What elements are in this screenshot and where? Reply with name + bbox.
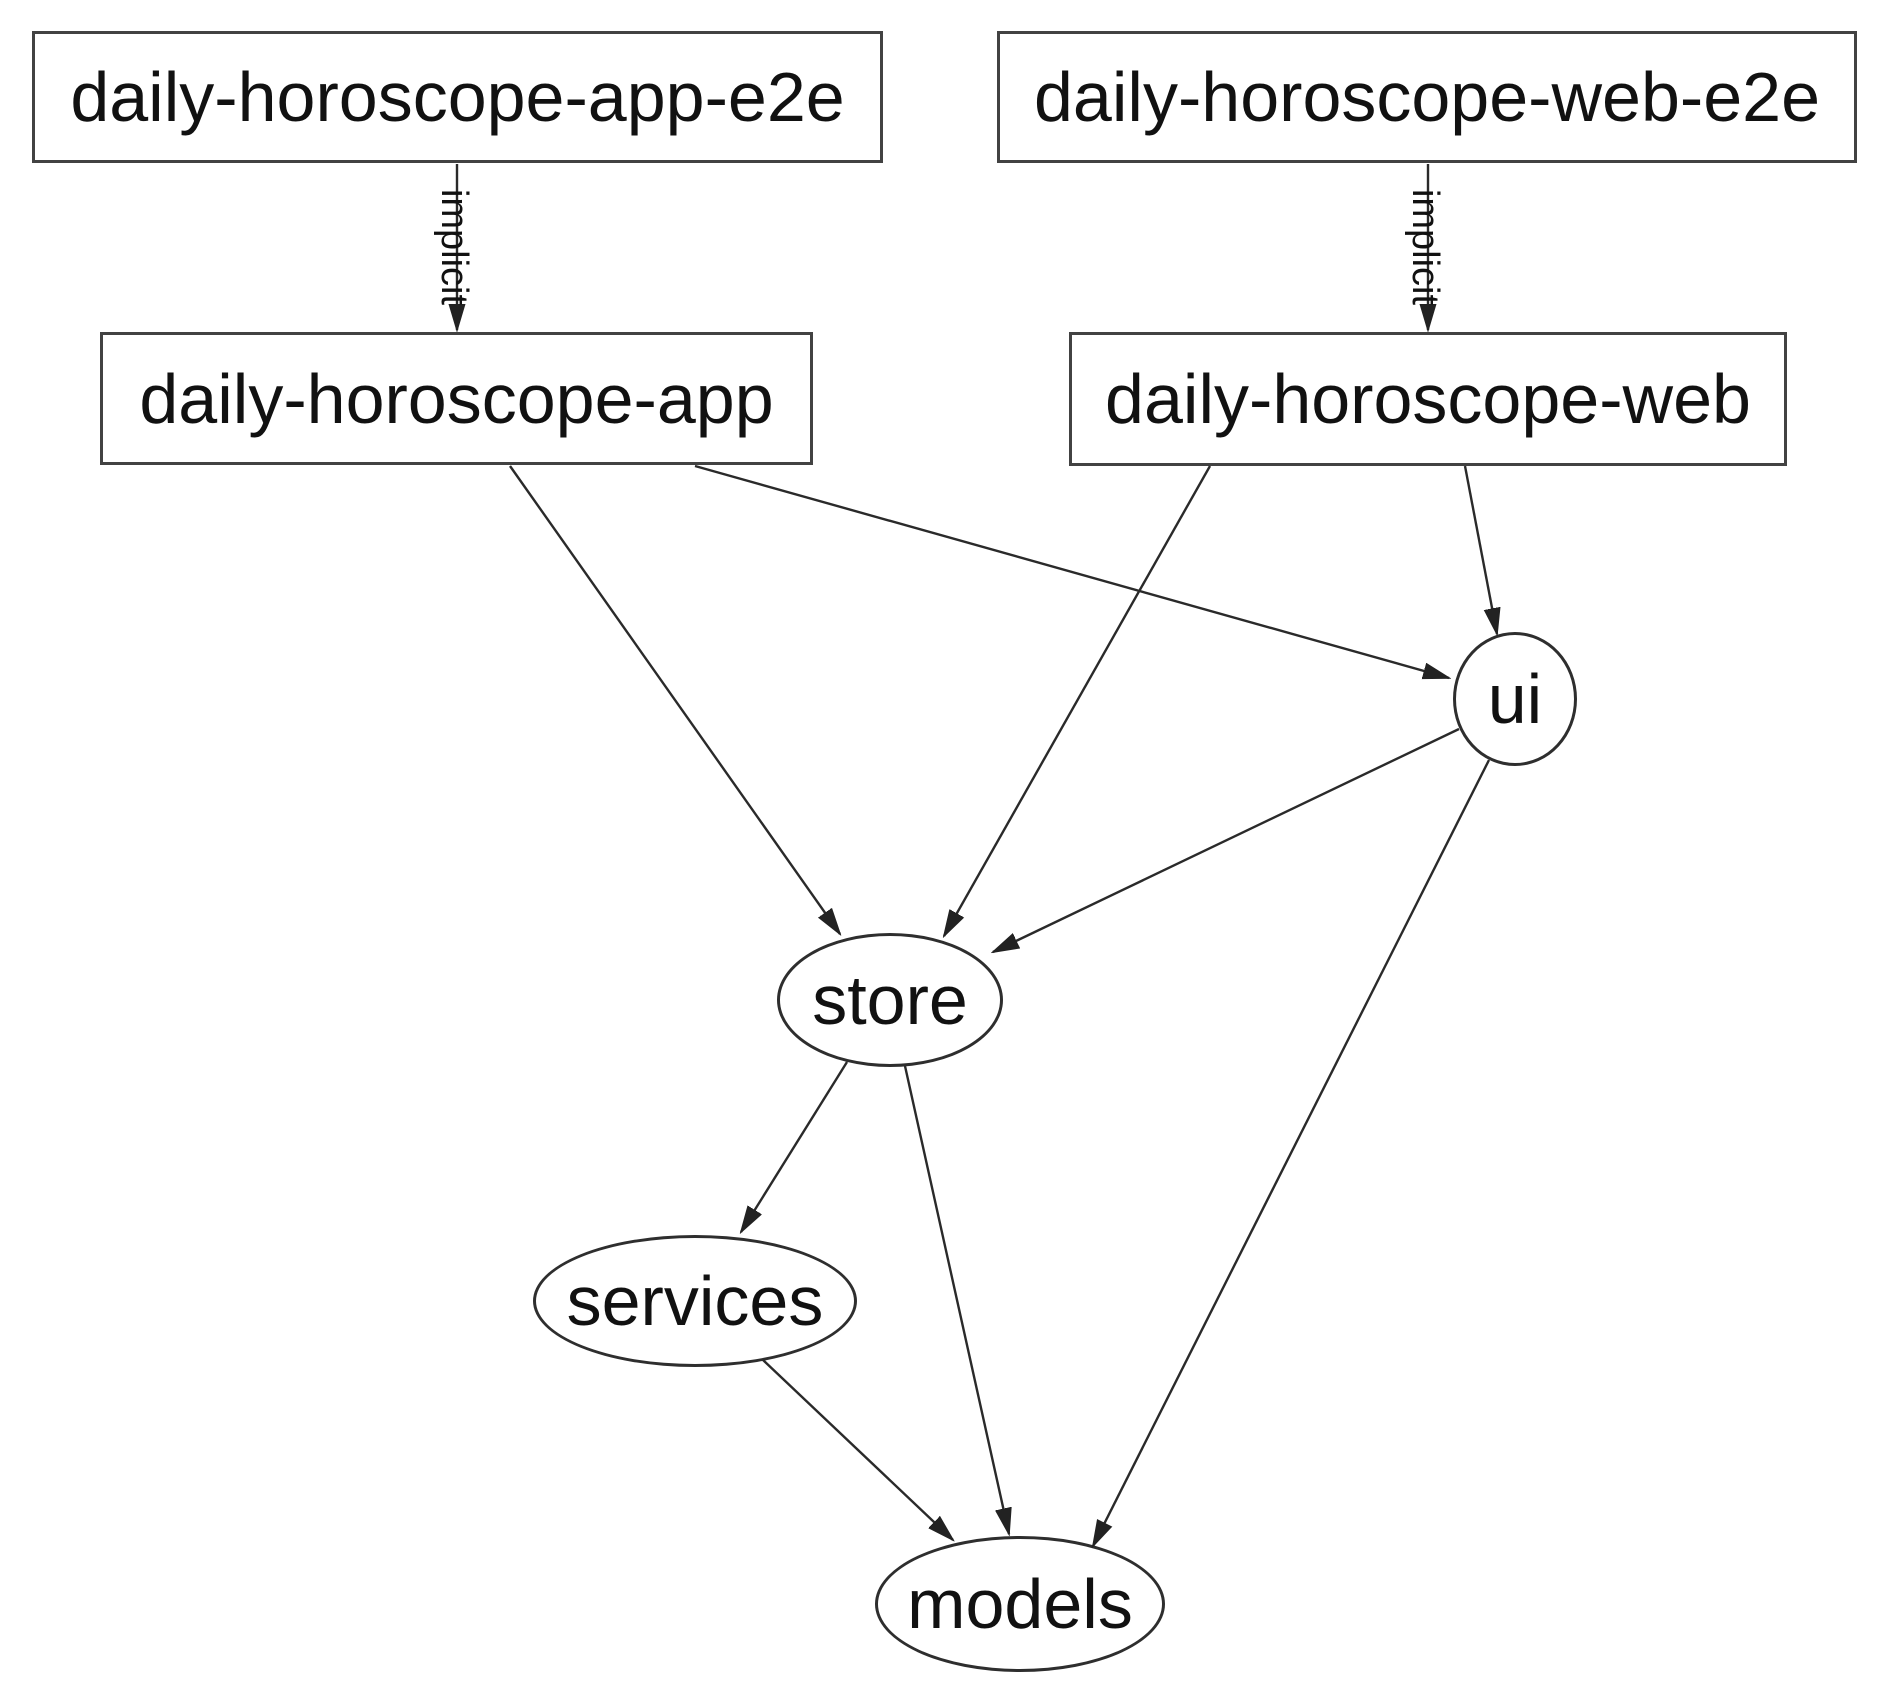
node-label: ui	[1487, 660, 1543, 738]
edge-services-to-models	[762, 1359, 953, 1540]
edge-app-to-ui	[694, 464, 1449, 678]
edge-ui-to-models	[1093, 759, 1491, 1546]
node-daily-horoscope-app: daily-horoscope-app	[100, 332, 813, 465]
edge-web-to-store	[944, 465, 1212, 936]
node-label: daily-horoscope-web	[1105, 360, 1751, 438]
node-label: daily-horoscope-app-e2e	[70, 58, 845, 136]
node-services: services	[533, 1235, 857, 1367]
node-label: daily-horoscope-app	[139, 359, 774, 438]
node-store: store	[777, 933, 1003, 1067]
node-daily-horoscope-web: daily-horoscope-web	[1069, 332, 1787, 466]
edge-label-implicit-right: implicit	[1403, 188, 1446, 306]
edge-store-to-models	[903, 1065, 1009, 1534]
edge-ui-to-store	[993, 727, 1460, 952]
node-models: models	[875, 1536, 1165, 1672]
edge-store-to-services	[741, 1061, 849, 1232]
node-daily-horoscope-web-e2e: daily-horoscope-web-e2e	[997, 31, 1857, 163]
node-ui: ui	[1453, 632, 1577, 766]
node-label: services	[566, 1262, 824, 1340]
node-label: models	[907, 1565, 1133, 1643]
node-label: daily-horoscope-web-e2e	[1034, 58, 1820, 136]
edge-label-implicit-left: implicit	[432, 188, 475, 306]
edge-app-to-store	[509, 465, 840, 934]
node-label: store	[812, 961, 968, 1039]
edge-web-to-ui	[1463, 465, 1497, 634]
node-daily-horoscope-app-e2e: daily-horoscope-app-e2e	[32, 31, 883, 163]
